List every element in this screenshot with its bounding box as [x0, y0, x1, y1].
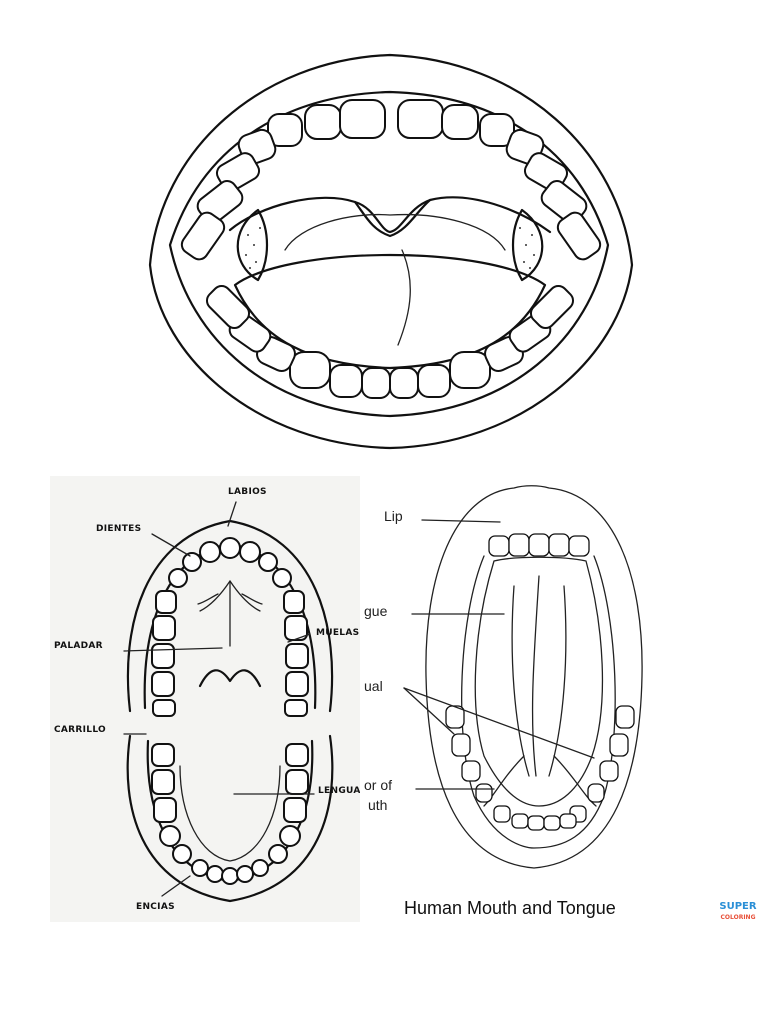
super-coloring-logo: SUPER COLORING — [718, 896, 758, 924]
lower-teeth — [205, 284, 575, 399]
left-tonsil — [236, 208, 268, 282]
soft-palate — [228, 196, 552, 234]
label-lip: Lip — [384, 508, 403, 524]
label-lingual: ual — [364, 678, 383, 694]
logo-text-super: SUPER — [719, 901, 756, 912]
inner-lip-outline — [168, 90, 610, 418]
label-carrillo: CARRILLO — [54, 725, 106, 735]
spanish-diagram: LABIOS DIENTES PALADAR MUELAS CARRILLO L… — [50, 476, 360, 922]
pharynx-arch — [284, 213, 506, 251]
logo-text-coloring: COLORING — [720, 914, 755, 921]
lower-dental-arch — [151, 743, 309, 885]
label-tongue: gue — [364, 603, 388, 619]
english-diagram-drawing: Lip gue ual or of uth — [364, 485, 643, 869]
label-floor-line1: or of — [364, 777, 392, 793]
lower-lip-outline — [126, 734, 334, 903]
outer-lip-outline — [148, 53, 634, 450]
label-paladar: PALADAR — [54, 641, 103, 651]
tongue-midline — [397, 249, 411, 346]
upper-front-teeth — [488, 533, 590, 557]
tongue — [474, 556, 604, 807]
uvula — [353, 198, 432, 238]
right-tonsil — [512, 208, 544, 282]
label-encias: ENCIAS — [136, 902, 175, 912]
tongue-striations — [483, 575, 597, 807]
label-muelas: MUELAS — [316, 628, 359, 638]
tonsil-dots — [245, 227, 535, 269]
tongue — [233, 253, 547, 370]
outer-lip — [425, 485, 643, 869]
spanish-diagram-drawing: LABIOS DIENTES PALADAR MUELAS CARRILLO L… — [50, 476, 360, 922]
inner-lip — [461, 555, 616, 849]
label-lengua: LENGUA — [318, 786, 360, 796]
leader-lines — [403, 519, 595, 790]
figure-caption: Human Mouth and Tongue — [404, 898, 616, 918]
leader-lines — [123, 501, 315, 897]
label-dientes: DIENTES — [96, 524, 141, 534]
label-floor-line2: uth — [368, 797, 387, 813]
open-mouth-figure — [140, 40, 640, 460]
upper-teeth — [180, 99, 602, 261]
open-mouth-drawing — [148, 53, 634, 450]
label-labios: LABIOS — [228, 487, 267, 497]
palate-rugae — [197, 580, 263, 688]
lower-tongue-outline — [179, 765, 281, 862]
lower-teeth — [445, 705, 635, 831]
english-diagram: Lip gue ual or of uth — [364, 476, 714, 886]
